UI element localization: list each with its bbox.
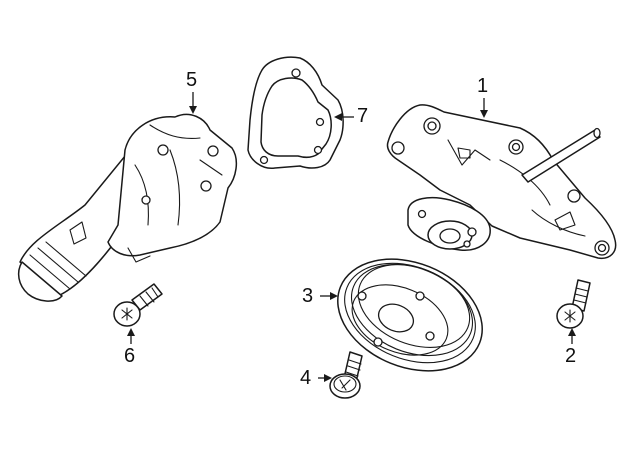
bolt-icon[interactable] — [329, 351, 363, 399]
callout-1[interactable]: 1 — [477, 75, 489, 97]
pulley-icon[interactable] — [321, 239, 499, 392]
bolt-icon[interactable] — [113, 283, 163, 327]
thermostat-housing-icon[interactable] — [17, 113, 238, 302]
callout-5[interactable]: 5 — [186, 69, 198, 91]
callout-arrows — [127, 92, 576, 382]
callout-2[interactable]: 2 — [565, 345, 577, 367]
callout-3[interactable]: 3 — [302, 285, 314, 307]
callout-4[interactable]: 4 — [300, 367, 312, 389]
water-pump-icon[interactable] — [386, 104, 617, 260]
callout-6[interactable]: 6 — [124, 345, 136, 367]
gasket-icon[interactable] — [247, 56, 344, 169]
callout-7[interactable]: 7 — [357, 105, 369, 127]
bolt-icon[interactable] — [556, 279, 591, 329]
